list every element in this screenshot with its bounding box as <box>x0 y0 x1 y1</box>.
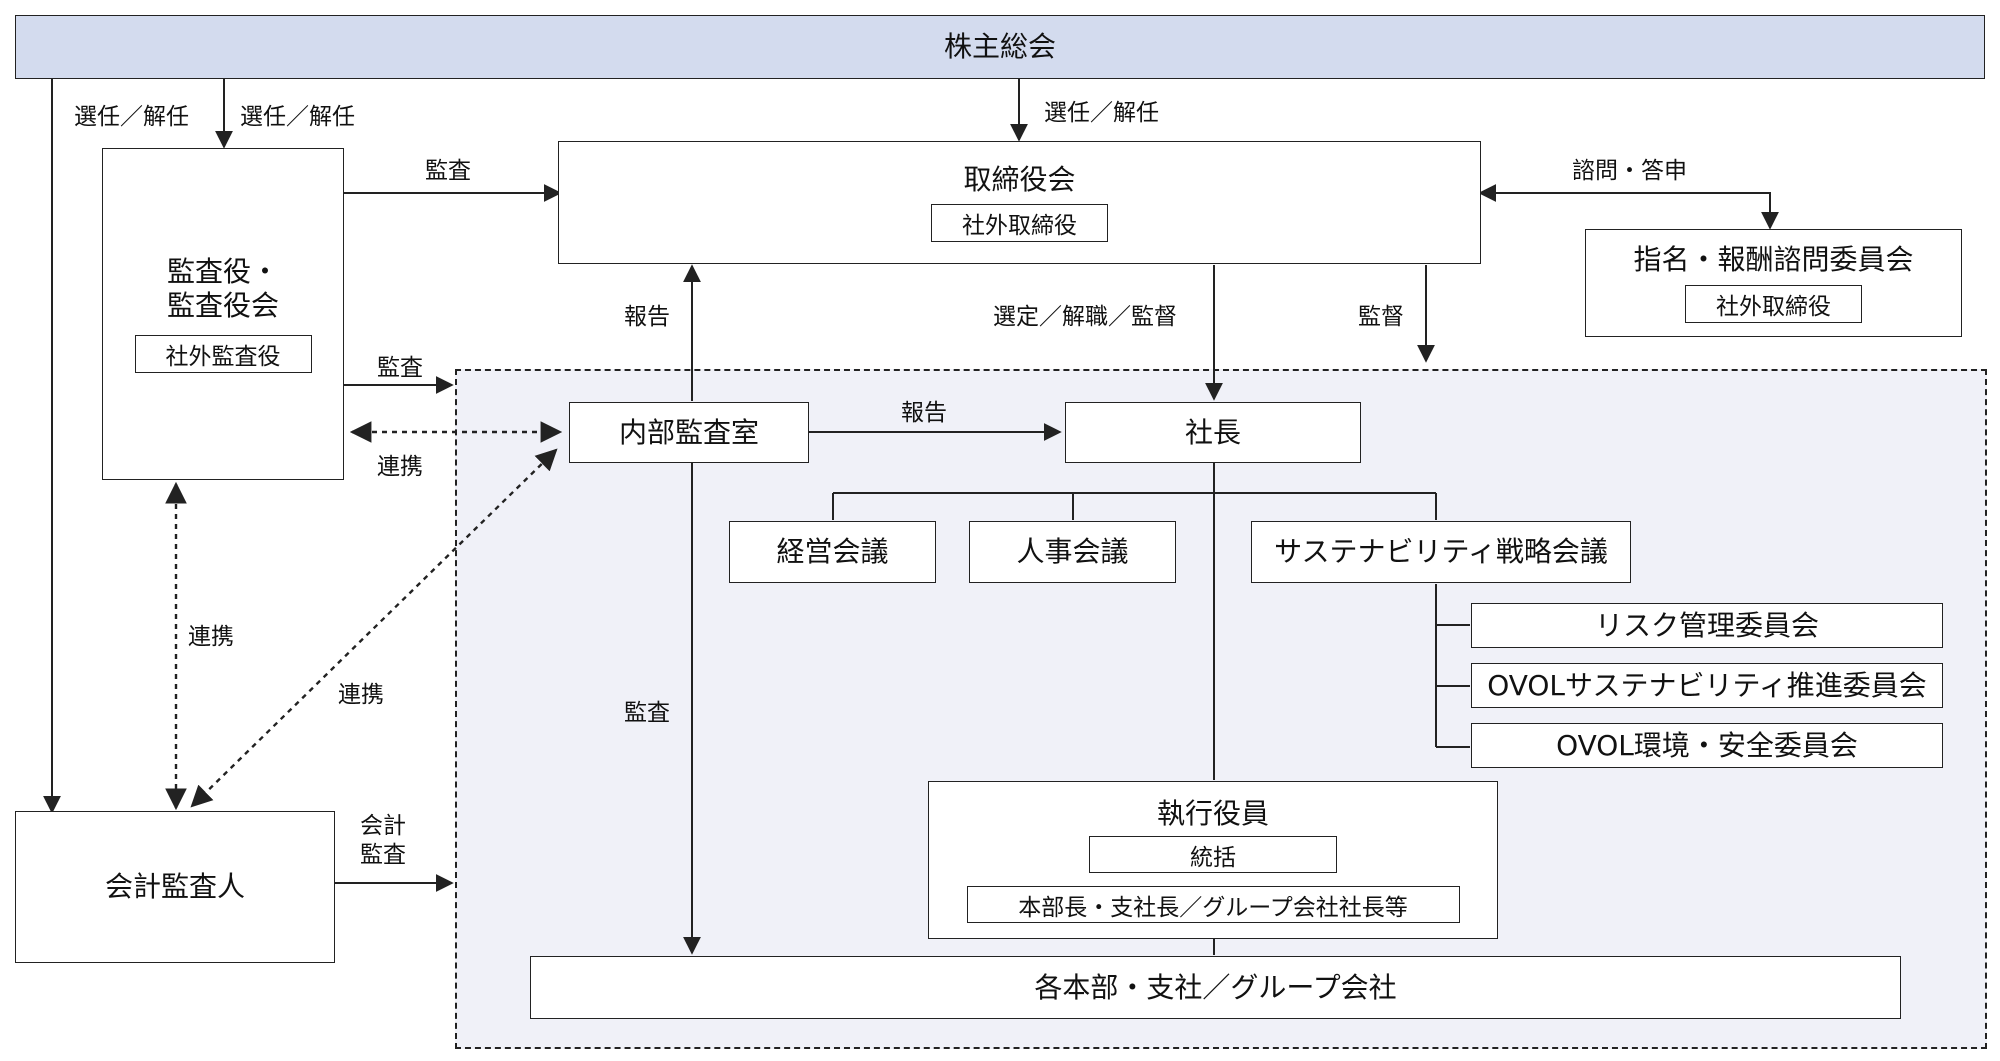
divisions-group-companies: 各本部・支社／グループ会社 <box>530 956 1901 1019</box>
ovol-env-safety-committee: OVOL環境・安全委員会 <box>1471 723 1943 768</box>
shareholders-meeting: 株主総会 <box>15 15 1985 79</box>
risk-committee-label: リスク管理委員会 <box>1594 608 1819 642</box>
management-meeting: 経営会議 <box>729 521 936 583</box>
board-sub: 社外取締役 <box>931 204 1108 243</box>
label-audit-area: 監査 <box>377 355 423 381</box>
internal-audit-label: 内部監査室 <box>618 415 759 449</box>
officers-sub-heads: 本部長・支社長／グループ会社社長等 <box>966 886 1460 924</box>
label-coop-internal: 連携 <box>377 454 423 480</box>
officers-sub-oversight: 統括 <box>1089 836 1337 874</box>
nomination-committee: 指名・報酬諮問委員会 社外取締役 <box>1585 229 1962 337</box>
auditors-sub: 社外監査役 <box>134 334 312 373</box>
nomination-label: 指名・報酬諮問委員会 <box>1633 243 1914 277</box>
risk-management-committee: リスク管理委員会 <box>1471 603 1943 648</box>
auditors-label: 監査役・ 監査役会 <box>166 255 279 322</box>
label-coop-diagonal: 連携 <box>338 682 384 708</box>
divisions-label: 各本部・支社／グループ会社 <box>1034 970 1397 1004</box>
officers-sub1-label: 統括 <box>1190 844 1236 871</box>
hr-meeting-label: 人事会議 <box>1016 535 1129 569</box>
executive-officers: 執行役員 統括 本部長・支社長／グループ会社社長等 <box>928 781 1498 939</box>
internal-audit-office: 内部監査室 <box>569 402 809 463</box>
execution-area <box>455 369 1987 1049</box>
label-elect-board: 選任／解任 <box>1044 100 1159 126</box>
label-supervise: 監督 <box>1358 304 1404 330</box>
auditors-board: 監査役・ 監査役会 社外監査役 <box>102 148 344 480</box>
mgmt-meeting-label: 経営会議 <box>776 535 889 569</box>
label-elect-accounting: 選任／解任 <box>74 104 189 130</box>
sustainability-strategy-meeting: サステナビリティ戦略会議 <box>1251 521 1631 583</box>
shareholders-label: 株主総会 <box>943 30 1056 64</box>
board-sub-label: 社外取締役 <box>962 213 1077 240</box>
label-acct-audit: 会計 監査 <box>360 813 406 868</box>
hr-meeting: 人事会議 <box>969 521 1176 583</box>
label-audit-board: 監査 <box>425 158 471 184</box>
nomination-sub-label: 社外取締役 <box>1716 293 1831 320</box>
label-consult: 諮問・答申 <box>1572 158 1687 184</box>
label-report-president: 報告 <box>901 400 947 426</box>
officers-label: 執行役員 <box>1156 796 1269 830</box>
accounting-auditor: 会計監査人 <box>15 811 335 963</box>
ovol-env-label: OVOL環境・安全委員会 <box>1556 728 1858 762</box>
auditors-sub-label: 社外監査役 <box>165 343 281 370</box>
president: 社長 <box>1065 402 1361 463</box>
board-label: 取締役会 <box>963 162 1076 196</box>
ovol-sustainability-label: OVOLサステナビリティ推進委員会 <box>1487 668 1927 702</box>
sustainability-meeting-label: サステナビリティ戦略会議 <box>1274 535 1608 569</box>
board-of-directors: 取締役会 社外取締役 <box>558 141 1481 264</box>
label-elect-auditors: 選任／解任 <box>240 104 355 130</box>
label-select: 選定／解職／監督 <box>993 304 1177 330</box>
officers-sub2-label: 本部長・支社長／グループ会社社長等 <box>1018 894 1408 921</box>
accounting-auditor-label: 会計監査人 <box>104 870 245 904</box>
label-report-board: 報告 <box>624 304 670 330</box>
line-consult <box>1478 184 1779 230</box>
label-coop-acct: 連携 <box>188 624 234 650</box>
nomination-sub: 社外取締役 <box>1685 284 1862 323</box>
label-audit-internal: 監査 <box>624 700 670 726</box>
president-label: 社長 <box>1184 415 1241 449</box>
ovol-sustainability-committee: OVOLサステナビリティ推進委員会 <box>1471 663 1943 708</box>
